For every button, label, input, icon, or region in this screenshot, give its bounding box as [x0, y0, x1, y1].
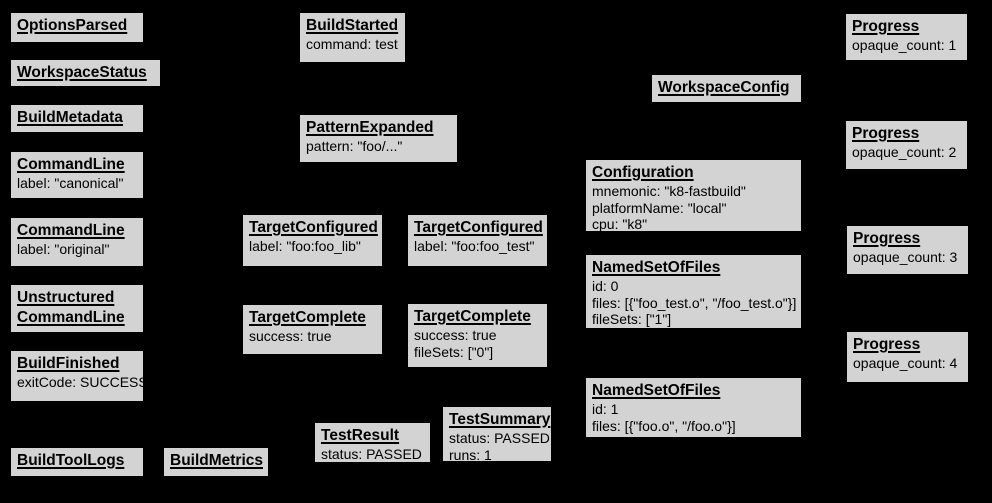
node-title: CommandLine	[17, 222, 125, 239]
node-title: NamedSetOfFiles	[592, 382, 721, 399]
node-attribute-line: status: PASSED	[321, 446, 422, 462]
node-command-line-canonical: CommandLine label: "canonical"	[10, 151, 144, 199]
node-attribute-line: opaque_count: 4	[853, 355, 958, 371]
node-attribute-line: success: true	[414, 327, 497, 343]
node-title: TargetConfigured	[249, 219, 378, 236]
node-build-metrics: BuildMetrics	[163, 447, 269, 477]
node-build-tool-logs: BuildToolLogs	[10, 447, 144, 477]
node-title: Progress	[852, 125, 920, 142]
node-progress-3: Progress opaque_count: 3	[846, 225, 969, 275]
node-test-result: TestResult status: PASSED	[314, 422, 431, 463]
node-attribute-line: success: true	[249, 328, 332, 344]
node-title: WorkspaceConfig	[658, 79, 790, 96]
node-attribute-line: files: [{"foo_test.o", "/foo_test.o"}]	[592, 294, 797, 311]
node-progress-1: Progress opaque_count: 1	[845, 13, 968, 61]
node-attribute-line: pattern: "foo/..."	[306, 138, 403, 154]
node-title: WorkspaceStatus	[17, 64, 147, 81]
node-title: TargetComplete	[249, 309, 366, 326]
node-workspace-status: WorkspaceStatus	[10, 59, 161, 87]
node-title: TestSummary	[449, 411, 551, 428]
node-title: BuildMetadata	[17, 109, 123, 126]
node-build-metadata: BuildMetadata	[10, 104, 144, 133]
node-title: CommandLine	[17, 156, 125, 173]
node-build-started: BuildStarted command: test	[299, 12, 406, 63]
node-title: BuildToolLogs	[17, 452, 125, 469]
node-title: Configuration	[592, 164, 694, 181]
node-target-configured-foo-lib: TargetConfigured label: "foo:foo_lib"	[242, 214, 383, 267]
node-attribute-line: command: test	[306, 36, 398, 52]
node-attribute-line: opaque_count: 2	[852, 144, 957, 160]
node-attribute-line: label: "foo:foo_lib"	[249, 238, 361, 254]
node-attribute-line: label: "foo:foo_test"	[414, 238, 535, 254]
node-title: Progress	[853, 230, 921, 247]
node-workspace-config: WorkspaceConfig	[651, 74, 802, 103]
node-attribute-line: id: 1	[592, 401, 619, 417]
node-options-parsed: OptionsParsed	[10, 12, 144, 43]
node-title: OptionsParsed	[17, 17, 128, 34]
node-attribute-line: opaque_count: 1	[852, 37, 957, 53]
node-command-line-original: CommandLine label: "original"	[10, 217, 144, 267]
node-attribute-line: opaque_count: 3	[853, 249, 958, 265]
node-attribute-line: runs: 1	[449, 446, 492, 462]
node-attribute-line: fileSets: ["1"]	[592, 311, 672, 327]
node-unstructured-command-line: Unstructured CommandLine	[10, 284, 144, 333]
node-title: TestResult	[321, 427, 400, 444]
node-attribute-line: label: "original"	[17, 241, 110, 257]
node-attribute-line: cpu: "k8"	[592, 216, 648, 232]
node-attribute-line: mnemonic: "k8-fastbuild"	[592, 183, 746, 199]
node-attribute-line: label: "canonical"	[17, 175, 124, 191]
node-title: Progress	[852, 18, 920, 35]
node-attribute-line: files: [{"foo.o", "/foo.o"}]	[592, 417, 736, 434]
node-pattern-expanded: PatternExpanded pattern: "foo/..."	[299, 114, 458, 163]
node-attribute-line: fileSets: ["0"]	[414, 343, 494, 360]
node-title: Progress	[853, 336, 921, 353]
node-title: PatternExpanded	[306, 119, 434, 136]
node-attribute-line: exitCode: SUCCESS	[17, 374, 144, 390]
node-attribute-line: id: 0	[592, 278, 619, 294]
node-progress-2: Progress opaque_count: 2	[845, 120, 968, 170]
node-title: TargetConfigured	[414, 219, 543, 236]
node-title: NamedSetOfFiles	[592, 259, 721, 276]
node-title: BuildStarted	[306, 17, 399, 34]
node-configuration: Configuration mnemonic: "k8-fastbuild"pla…	[585, 159, 802, 232]
node-title: BuildFinished	[17, 355, 120, 372]
node-target-complete-foo-lib: TargetComplete success: true	[242, 304, 383, 355]
node-attribute-line: status: PASSED	[449, 430, 550, 446]
node-progress-4: Progress opaque_count: 4	[846, 331, 969, 383]
node-target-configured-foo-test: TargetConfigured label: "foo:foo_test"	[407, 214, 548, 267]
node-build-finished: BuildFinished exitCode: SUCCESS	[10, 350, 144, 402]
node-title: Unstructured CommandLine	[17, 289, 125, 326]
node-title: TargetComplete	[414, 308, 531, 325]
node-attribute-line: platformName: "local"	[592, 199, 727, 216]
node-title: BuildMetrics	[170, 452, 264, 469]
